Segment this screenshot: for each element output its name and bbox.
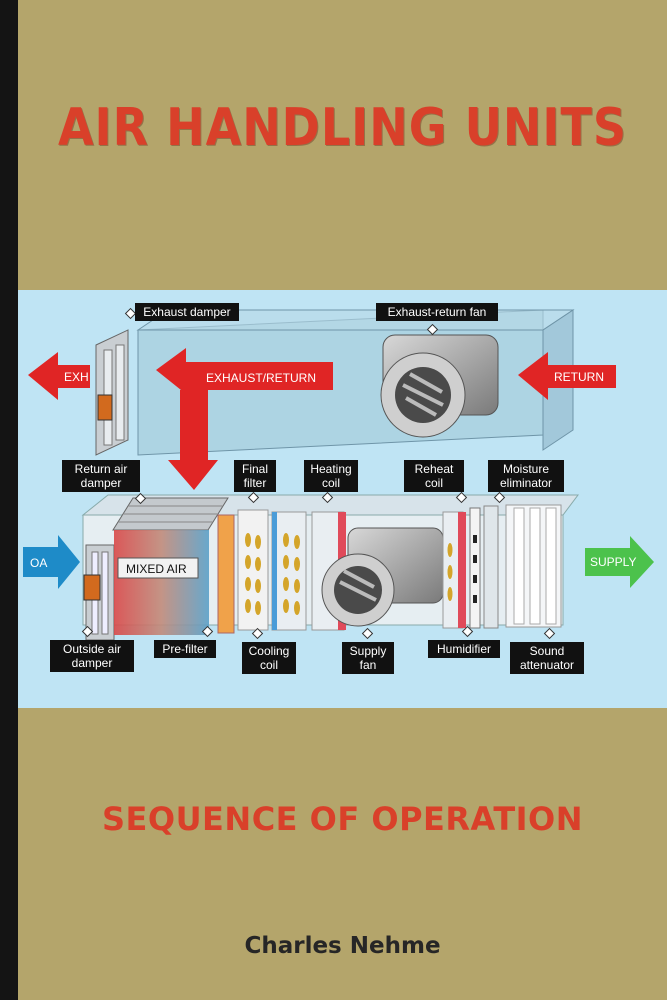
pre-filter-graphic (217, 514, 235, 634)
moisture-eliminator-graphic (483, 505, 499, 629)
oa-arrow-label: OA (30, 556, 47, 570)
return-arrow-icon (518, 352, 616, 400)
exhaust-return-arrow-label: EXHAUST/RETURN (206, 371, 316, 385)
book-subtitle: SEQUENCE OF OPERATION (101, 800, 584, 838)
mixed-air-chamber (114, 530, 209, 635)
cooling-coil-edge (272, 512, 277, 630)
label-supply-fan: Supply fan (342, 642, 394, 674)
ahu-diagram: EXH EXHAUST/RETURN RETURN (18, 290, 667, 708)
label-return-air-damper: Return air damper (62, 460, 140, 492)
exhaust-damper-graphic (95, 329, 129, 456)
ahu-diagram-graphic: EXH EXHAUST/RETURN RETURN (18, 290, 667, 708)
supply-fan-graphic (321, 527, 444, 627)
label-exhaust-damper: Exhaust damper (135, 303, 239, 321)
label-humidifier: Humidifier (428, 640, 500, 658)
outside-air-damper-graphic (83, 544, 115, 641)
mixed-air-label-box (117, 557, 199, 579)
return-arrow-label: RETURN (554, 370, 604, 384)
mixed-air-label: MIXED AIR (126, 562, 187, 576)
exhaust-return-arrow-icon (156, 348, 333, 490)
label-exhaust-return-fan: Exhaust-return fan (376, 303, 498, 321)
book-author: Charles Nehme (244, 933, 441, 959)
label-final-filter: Final filter (234, 460, 276, 492)
cooling-coil-fins (283, 533, 300, 615)
exh-arrow-label: EXH (64, 370, 89, 384)
humidifier-graphic (469, 507, 481, 629)
return-air-damper-graphic (112, 497, 229, 531)
supply-arrow-label: SUPPLY (590, 555, 636, 569)
label-outside-air-damper: Outside air damper (50, 640, 134, 672)
label-sound-attenuator: Sound attenuator (510, 642, 584, 674)
final-filter-pleats (245, 533, 261, 615)
book-title: AIR HANDLING UNITS (57, 96, 628, 158)
pointer-markers (81, 307, 556, 640)
humidifier-nozzles (473, 535, 477, 603)
label-moisture-eliminator: Moisture eliminator (488, 460, 564, 492)
final-filter-graphic (237, 509, 269, 631)
book-spine (0, 0, 18, 1000)
exhaust-return-fan-graphic (380, 334, 499, 438)
label-pre-filter: Pre-filter (154, 640, 216, 658)
reheat-coil-edge (458, 512, 466, 628)
sound-attenuator-graphic (505, 504, 562, 628)
exh-arrow-icon (28, 352, 90, 400)
supply-arrow-icon (585, 536, 654, 588)
label-reheat-coil: Reheat coil (404, 460, 464, 492)
reheat-coil-fins (447, 543, 453, 601)
label-heating-coil: Heating coil (304, 460, 358, 492)
label-cooling-coil: Cooling coil (242, 642, 296, 674)
cooling-coil-graphic (271, 511, 307, 631)
oa-arrow-icon (23, 535, 80, 589)
